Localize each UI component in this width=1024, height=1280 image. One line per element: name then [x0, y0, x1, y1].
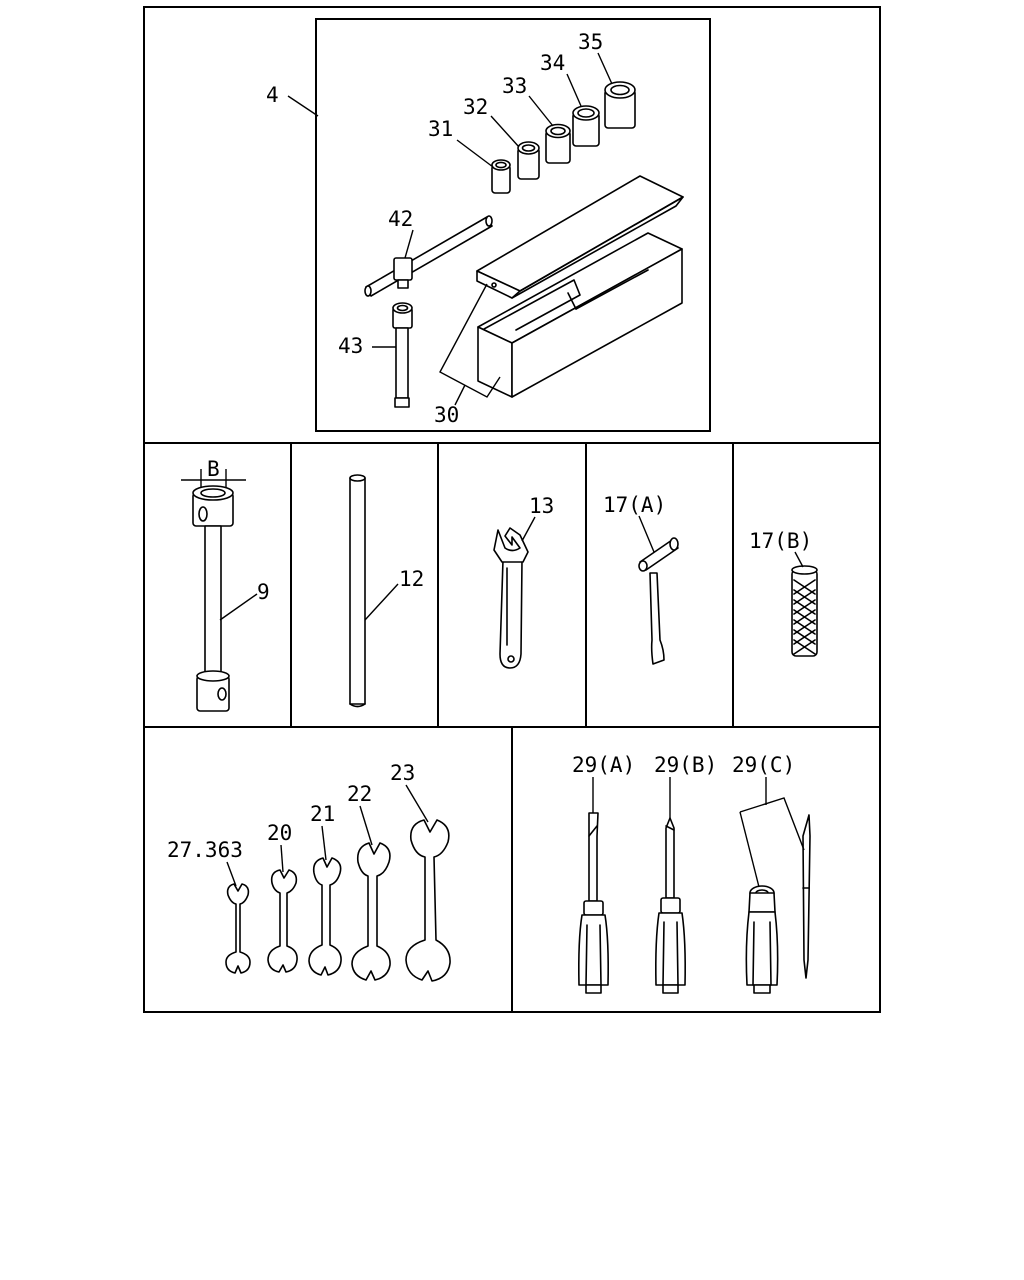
socket-32 [517, 141, 540, 180]
case-label: 30 [434, 403, 459, 427]
screwdriver-b-label: 29(B) [654, 753, 717, 777]
kit-inner-frame [315, 18, 711, 432]
wrench-21-label: 21 [310, 802, 335, 826]
wrench-27-363 [225, 883, 251, 974]
socket-33 [545, 123, 571, 164]
frame-grid [143, 6, 881, 1013]
tool-case-30 [476, 175, 684, 398]
box-wrench-label: 9 [257, 580, 270, 604]
socket-31-label: 31 [428, 117, 453, 141]
screwdriver-29b [655, 817, 686, 994]
socket-35-label: 35 [578, 30, 603, 54]
hammer-label: 17(A) [603, 493, 666, 517]
box-wrench-9 [181, 469, 246, 712]
socket-34-label: 34 [540, 51, 565, 75]
screwdriver-29a [578, 812, 609, 994]
t-handle-42 [364, 215, 493, 297]
wrench-smallest-label: 27.363 [167, 838, 243, 862]
wrench-20-label: 20 [267, 821, 292, 845]
grip-label: 17(B) [749, 529, 812, 553]
extension-43 [392, 302, 413, 408]
wrench-22 [351, 842, 391, 981]
kit-label-group: 4 [266, 83, 319, 117]
t-handle-label: 42 [388, 207, 413, 231]
screwdriver-29c [745, 814, 811, 994]
bar-label: 12 [399, 567, 424, 591]
bar-12 [349, 474, 366, 708]
wrench-23 [405, 819, 451, 982]
socket-32-label: 32 [463, 95, 488, 119]
wrench-23-label: 23 [390, 761, 415, 785]
socket-35 [604, 81, 636, 129]
wrench-22-label: 22 [347, 782, 372, 806]
adjustable-wrench-label: 13 [529, 494, 554, 518]
hammer-17a [638, 537, 679, 665]
screwdriver-c-label: 29(C) [732, 753, 795, 777]
screwdriver-a-label: 29(A) [572, 753, 635, 777]
socket-31 [491, 159, 511, 194]
socket-34 [572, 105, 600, 147]
box-dimension-label: B [207, 457, 220, 481]
adjustable-wrench-13 [493, 527, 529, 669]
grip-17b [791, 565, 818, 657]
wrench-20 [267, 869, 298, 973]
socket-33-label: 33 [502, 74, 527, 98]
kit-label: 4 [266, 83, 279, 107]
extension-label: 43 [338, 334, 363, 358]
wrench-21 [308, 857, 342, 976]
